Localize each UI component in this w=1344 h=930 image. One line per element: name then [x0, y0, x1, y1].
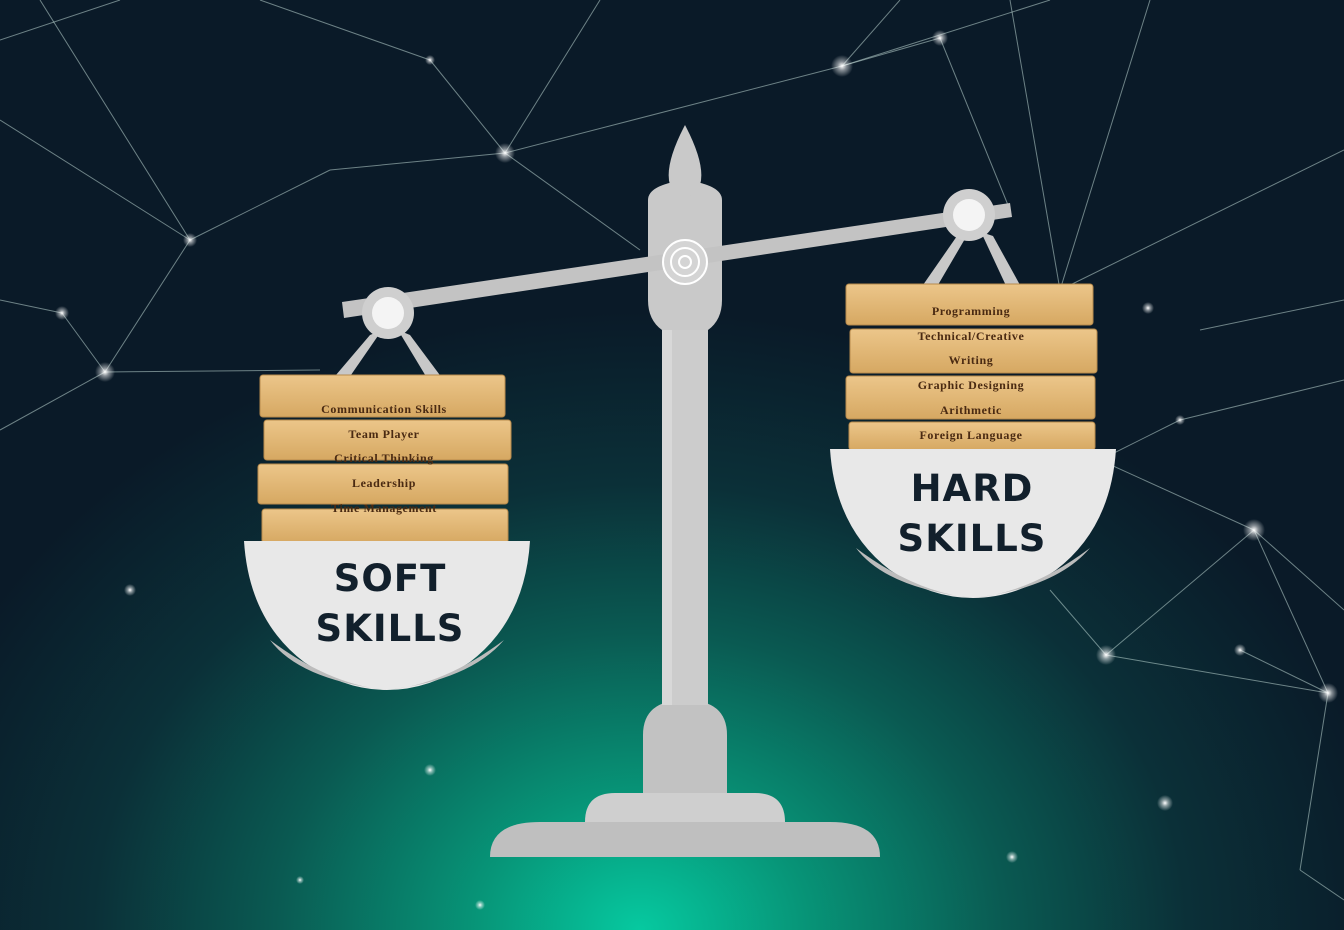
soft-skill-team-player: Team Player [348, 427, 419, 441]
soft-skill-leadership: Leadership [352, 476, 416, 490]
soft-plank-stack: Communication Skills Team Player Critica… [257, 374, 512, 544]
soft-pan-label-line2: SKILLS [316, 607, 465, 650]
soft-pan-label-line1: SOFT [334, 557, 447, 600]
constellation-network [0, 0, 1344, 901]
soft-skill-time-management: Time Management [331, 501, 437, 515]
glowing-stars [55, 30, 1338, 910]
hard-plank-stack: Programming Technical/Creative Writing G… [845, 283, 1098, 451]
scale-stand [490, 125, 880, 857]
soft-skill-communication: Communication Skills [321, 402, 447, 416]
hard-skill-writing: Writing [949, 353, 994, 367]
pivot-target-icon [662, 239, 708, 285]
hard-skill-technical-creative: Technical/Creative [918, 329, 1025, 343]
soft-skill-critical-thinking: Critical Thinking [334, 451, 434, 465]
hard-skills-pan: Programming Technical/Creative Writing G… [830, 189, 1116, 598]
hard-skill-graphic-designing: Graphic Designing [918, 378, 1025, 392]
hard-skill-arithmetic: Arithmetic [940, 403, 1002, 417]
soft-skills-pan: Communication Skills Team Player Critica… [244, 287, 530, 690]
scale-beam [342, 203, 1012, 318]
hard-skill-foreign-language: Foreign Language [919, 428, 1022, 442]
hard-pan-label-line2: SKILLS [898, 517, 1047, 560]
hard-skill-programming: Programming [932, 304, 1010, 318]
hard-pan-label-line1: HARD [911, 467, 1034, 510]
